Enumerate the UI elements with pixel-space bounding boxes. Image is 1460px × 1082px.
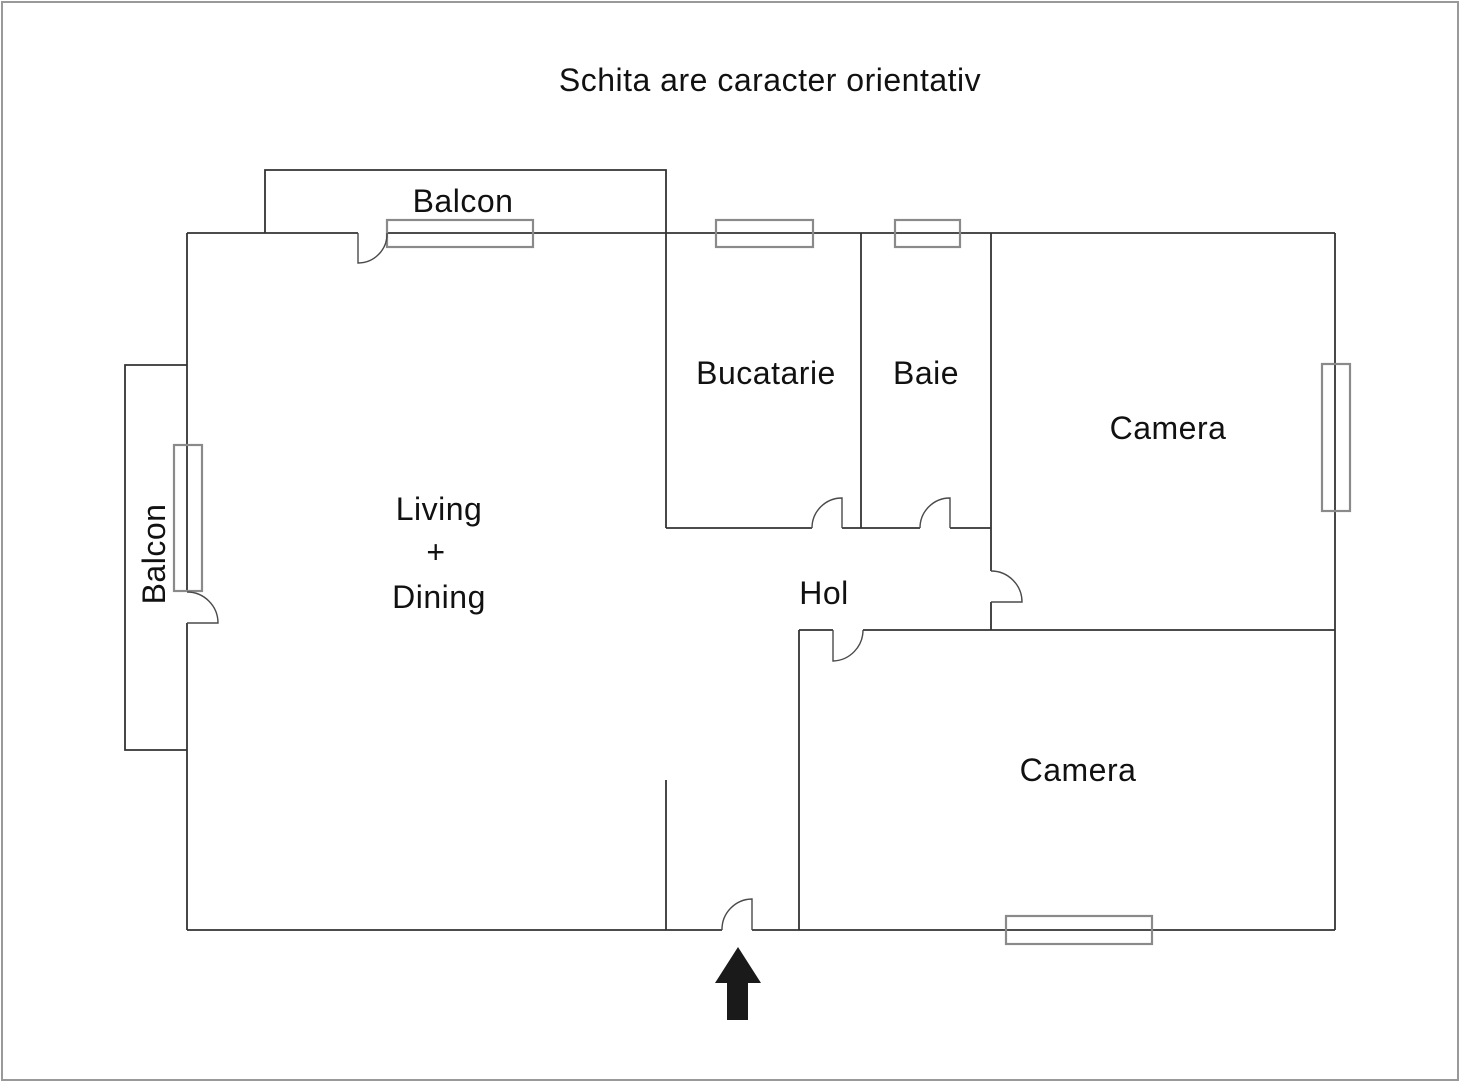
room-label-dining: Dining: [392, 579, 486, 615]
room-label-bathroom: Baie: [893, 355, 959, 391]
page-title: Schita are caracter orientativ: [559, 62, 981, 98]
room-label-living: Living: [396, 491, 483, 527]
wall-balcony-top-outline: [264, 169, 667, 233]
doors: [186, 232, 1023, 931]
room-label-balcony-left: Balcon: [136, 504, 172, 605]
room-label-bedroom-bottom: Camera: [1020, 752, 1137, 788]
window-kitchen: [714, 218, 815, 249]
room-label-bedroom-top: Camera: [1110, 410, 1227, 446]
room-label-living-plus: +: [426, 534, 445, 570]
room-label-hall: Hol: [799, 575, 849, 611]
walls: [124, 169, 1336, 931]
window-bathroom: [893, 218, 962, 249]
entrance-arrow-icon: [715, 947, 761, 1020]
door-entrance: [721, 898, 753, 931]
windows: [172, 218, 1352, 946]
labels: Schita are caracter orientativ Balcon Ba…: [136, 62, 1226, 788]
window-balcony-left: [172, 443, 204, 593]
door-kitchen: [811, 497, 843, 529]
room-label-balcony-top: Balcon: [413, 183, 514, 219]
door-bathroom: [919, 497, 951, 529]
window-bedroom-bottom: [1004, 914, 1154, 946]
wall-balcony-left-outline: [124, 364, 187, 751]
window-bedroom-top: [1320, 362, 1352, 513]
door-bedroom-top: [990, 570, 1023, 603]
room-label-kitchen: Bucatarie: [696, 355, 836, 391]
door-balcony-left: [186, 591, 219, 624]
door-balcony-top: [357, 232, 388, 264]
door-bedroom-bottom: [832, 629, 864, 662]
